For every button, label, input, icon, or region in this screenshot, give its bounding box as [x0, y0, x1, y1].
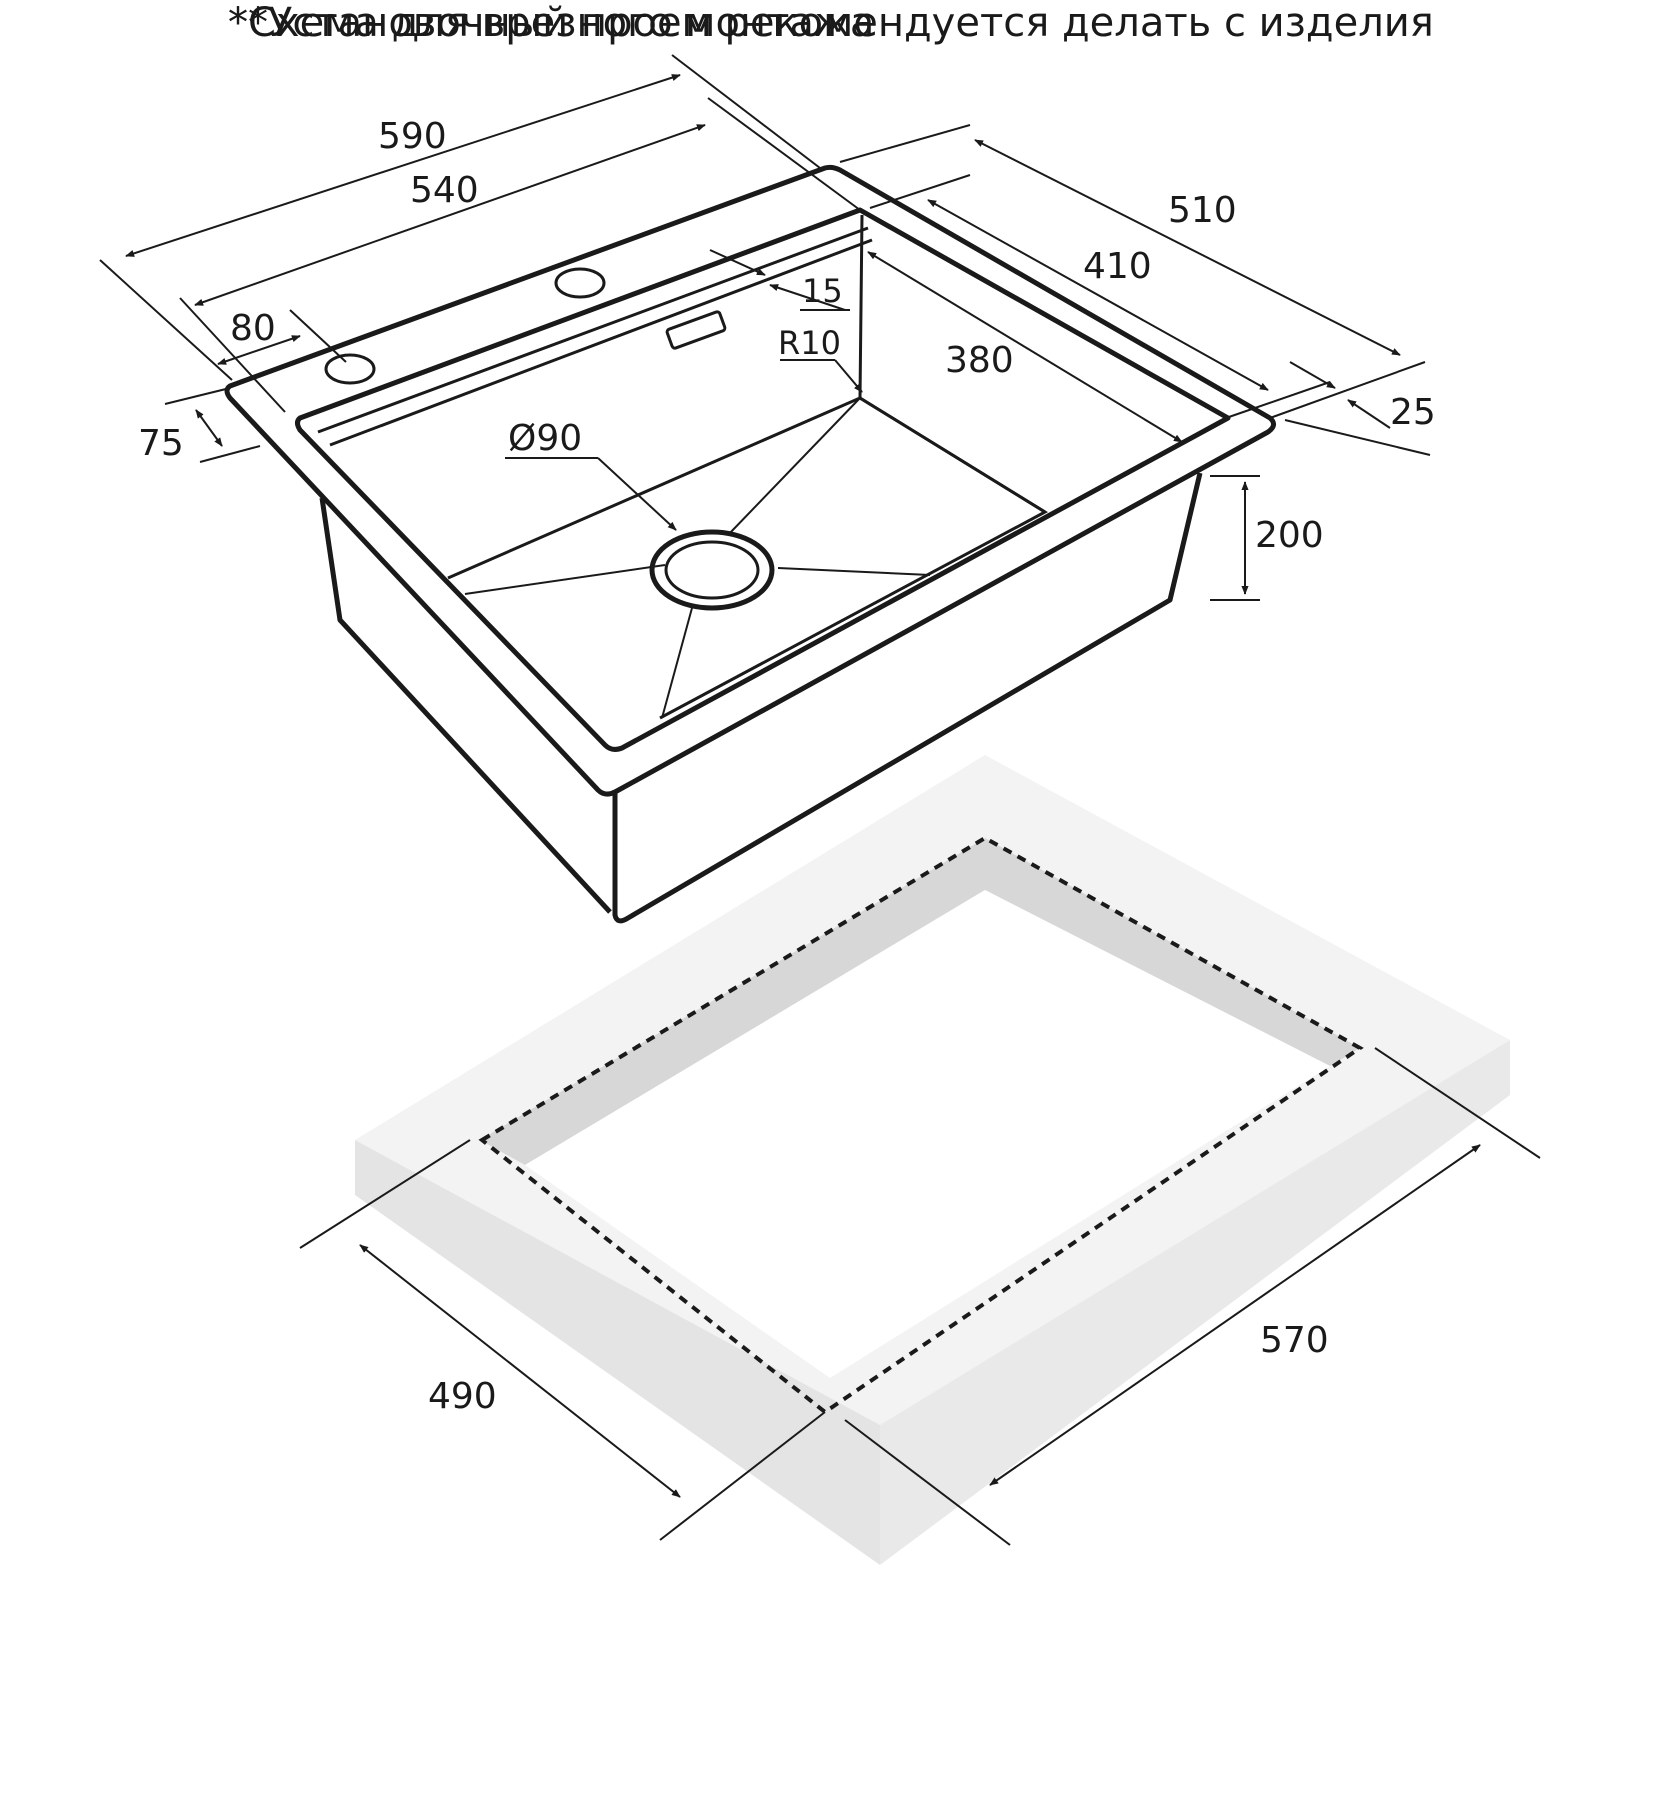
sink-flange-outer — [224, 164, 1276, 797]
sink-body-left — [319, 497, 612, 914]
cutout-opening — [525, 890, 1330, 1378]
note-cutout: **Установочный проем рекомендуется делат… — [228, 0, 1434, 46]
sink-body-front — [612, 472, 1203, 924]
dim-drain-diameter: Ø90 — [508, 418, 582, 459]
dim-rim-front: 75 — [138, 423, 184, 464]
dim-cutout-width: 490 — [428, 1376, 497, 1417]
dim-rim-side: 25 — [1390, 392, 1436, 433]
dim-depth: 200 — [1255, 515, 1324, 556]
dim-cutout-length: 570 — [1260, 1320, 1329, 1361]
dim-bowl-length: 540 — [410, 170, 479, 211]
brand-plate — [665, 310, 727, 350]
dim-total-length: 590 — [378, 116, 447, 157]
cutout-back-wall — [985, 838, 1360, 1066]
cutout-dashed-outline — [478, 835, 1364, 1415]
dim-bowl-width: 410 — [1083, 246, 1152, 287]
sink-floor-ribs — [464, 397, 931, 719]
dim-bowl-inner: 380 — [945, 340, 1014, 381]
tap-hole-back — [554, 267, 606, 299]
drain-inner — [664, 540, 760, 600]
drain-outer — [649, 529, 775, 611]
dim-tap-hole-offset: 80 — [230, 308, 276, 349]
dimension-lines — [99, 54, 1541, 1546]
sink-shelf-ledge — [317, 226, 873, 447]
note-mounting: *Схема для врезного монтажа — [228, 0, 875, 46]
dim-total-width: 510 — [1168, 190, 1237, 231]
dim-shelf-step: 15 — [802, 272, 843, 310]
sink — [224, 164, 1276, 924]
countertop — [355, 755, 1510, 1565]
cutout-left-wall — [480, 838, 985, 1165]
sink-bowl-rim — [295, 207, 1231, 752]
tap-hole-front — [324, 353, 376, 385]
dim-corner-radius: R10 — [778, 324, 841, 362]
